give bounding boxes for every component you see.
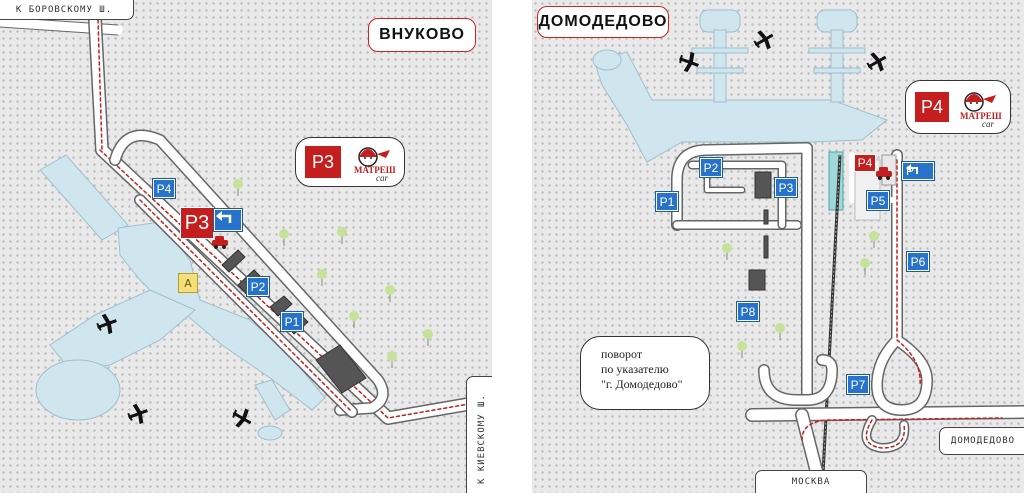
logo-subtext: car xyxy=(982,119,994,129)
parking-badge-p2: P2 xyxy=(700,158,722,177)
tree-icon xyxy=(722,243,732,260)
tree-icon xyxy=(737,341,747,358)
parking-badge-p7: P7 xyxy=(847,375,869,394)
tree-icon xyxy=(337,227,347,244)
route-note-line-1: поворот xyxy=(601,347,643,361)
parking-badge-p2: P2 xyxy=(247,277,269,296)
turn-left-arrow-icon xyxy=(216,211,232,223)
logo-text: МАТРЕШ xyxy=(354,165,396,175)
domodedovo-terminal xyxy=(592,9,889,163)
logo-subtext: car xyxy=(376,173,388,183)
parking-badge-p4-red: P4 xyxy=(854,154,876,172)
domodedovo-map: ДОМОДЕДОВО P4 МАТРЕШ car P4 P P2 P3 P1 P… xyxy=(532,0,1024,493)
airplane-icon xyxy=(127,403,148,425)
tree-icon xyxy=(423,329,433,346)
parking-badge-p6: P6 xyxy=(907,252,929,271)
parking-badge-p1: P1 xyxy=(656,192,678,211)
vnukovo-terminal xyxy=(35,154,326,441)
logo-text: МАТРЕШ xyxy=(960,111,1002,121)
turn-arrow-badge xyxy=(214,209,242,231)
tree-icon xyxy=(279,229,289,246)
road-label-kievskoe: К КИЕВСКОМУ Ш. xyxy=(466,376,492,493)
vnukovo-title: ВНУКОВО xyxy=(368,18,476,52)
parking-badge-p8: P8 xyxy=(737,302,759,321)
tree-icon xyxy=(233,179,243,196)
domodedovo-trees xyxy=(722,231,879,358)
vnukovo-map-graphics xyxy=(0,13,492,441)
parking-callout-vnukovo: P3 МАТРЕШ car xyxy=(295,137,405,187)
parking-badge-p4: P4 xyxy=(153,179,175,198)
tree-icon xyxy=(317,269,327,286)
tree-icon xyxy=(860,258,870,275)
parking-badge-p3: P3 xyxy=(775,178,797,197)
domodedovo-title: ДОМОДЕДОВО xyxy=(537,6,669,38)
road-label-moskva: МОСКВА xyxy=(755,470,867,493)
airplane-icon xyxy=(96,313,117,335)
tree-icon xyxy=(869,231,879,248)
vnukovo-map: К БОРОВСКОМУ Ш. К КИЕВСКОМУ Ш. ВНУКОВО P… xyxy=(0,0,492,493)
turn-left-arrow-icon xyxy=(906,164,918,174)
railway xyxy=(820,151,844,493)
parking-badge-p4-callout: P4 xyxy=(914,91,950,123)
tree-icon xyxy=(385,285,395,302)
vnukovo-airplanes xyxy=(96,313,252,428)
matreshcar-logo xyxy=(358,147,390,167)
tree-icon xyxy=(775,323,785,340)
route-note-line-3: "г. Домодедово" xyxy=(601,377,683,391)
parking-badge-p3-callout: P3 xyxy=(304,145,342,179)
route-note-line-2: по указателю xyxy=(601,362,669,376)
parking-badge-p5: P5 xyxy=(867,191,889,210)
domodedovo-roads xyxy=(671,142,1024,493)
vnukovo-trees xyxy=(233,179,433,368)
airplane-icon xyxy=(866,52,887,72)
airplane-icon xyxy=(753,30,774,50)
road-label-domodedovo: ДОМОДЕДОВО xyxy=(939,427,1024,455)
domodedovo-airplanes xyxy=(679,30,887,73)
road-label-borovskoe: К БОРОВСКОМУ Ш. xyxy=(0,0,134,20)
parking-badge-arrow: P xyxy=(902,162,934,180)
airplane-icon xyxy=(232,408,252,428)
terminal-badge: A xyxy=(178,273,198,293)
parking-badge-p3: P3 xyxy=(180,207,214,239)
parking-callout-domodedovo: P4 МАТРЕШ car xyxy=(905,80,1011,134)
matreshcar-logo xyxy=(964,92,996,112)
car-icon xyxy=(876,167,892,180)
parking-badge-p1: P1 xyxy=(281,312,303,331)
airplane-icon xyxy=(679,51,699,73)
tree-icon xyxy=(349,311,359,328)
route-note-bubble: поворот по указателю "г. Домодедово" xyxy=(580,336,710,410)
tree-icon xyxy=(387,351,397,368)
car-icon xyxy=(212,236,228,249)
domodedovo-map-graphics xyxy=(592,9,1024,493)
